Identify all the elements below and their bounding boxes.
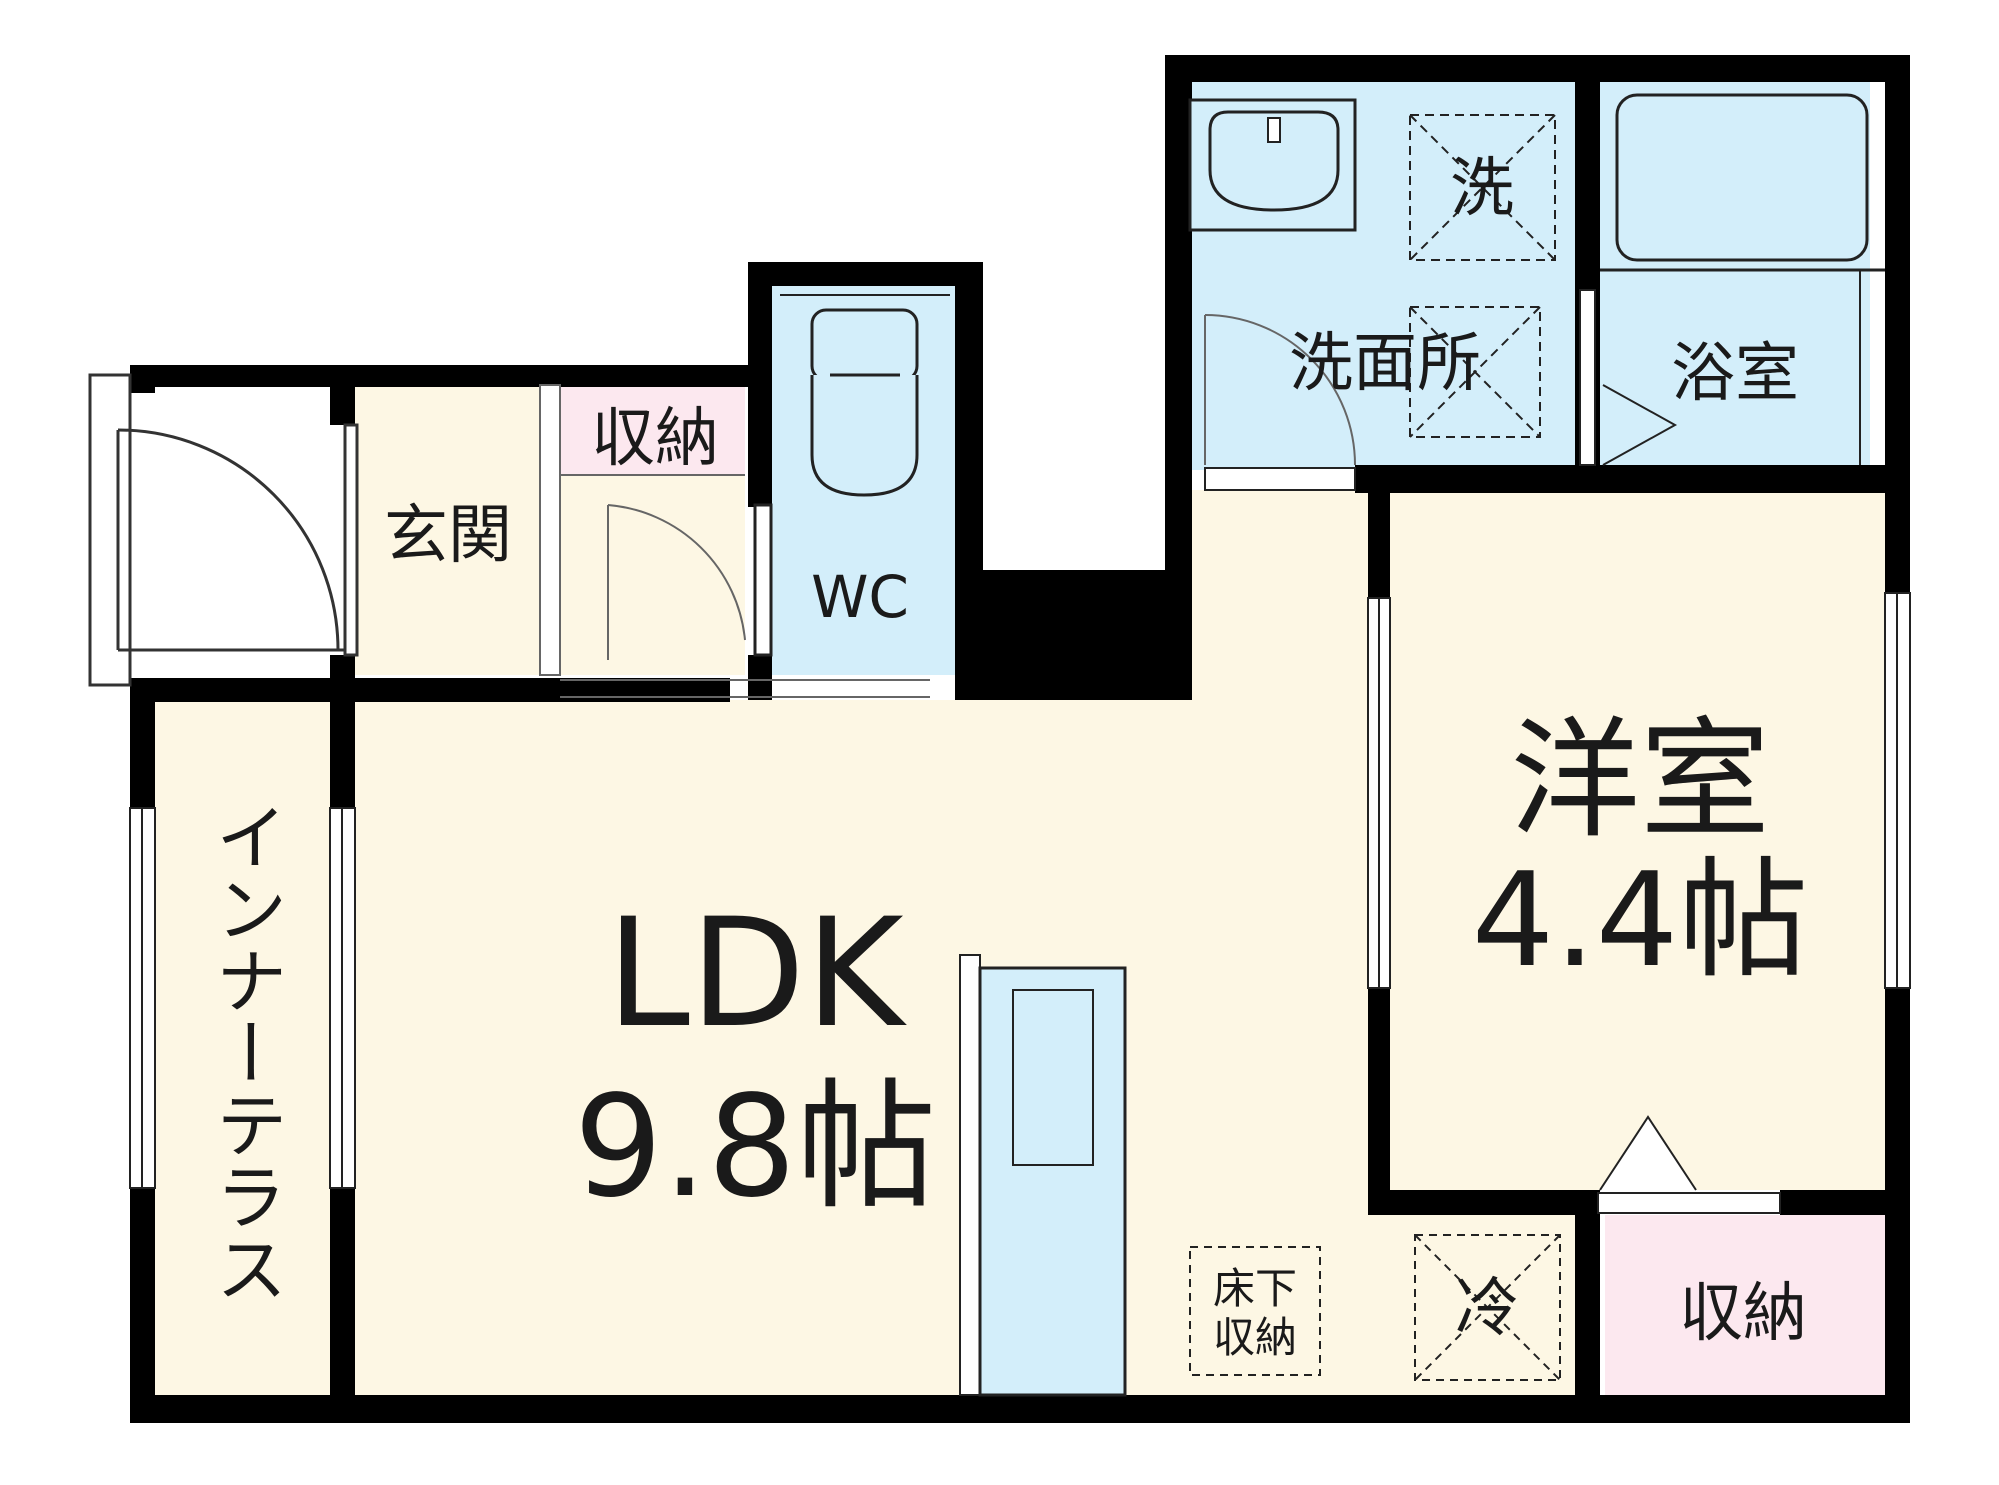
walls bbox=[130, 55, 1910, 1423]
ldk-name-label: LDK bbox=[606, 887, 907, 1061]
wall bbox=[1368, 465, 1390, 600]
bathtub bbox=[1615, 93, 1869, 262]
wall bbox=[1780, 1190, 1910, 1215]
wall bbox=[330, 365, 355, 425]
fridge-label: 冷 bbox=[1455, 1272, 1519, 1346]
wc-label: WC bbox=[811, 563, 909, 631]
western-storage-floor bbox=[1605, 1215, 1885, 1395]
kitchen-counter-edge bbox=[959, 954, 981, 1396]
wall bbox=[130, 1395, 1910, 1423]
toilet-tank bbox=[810, 308, 919, 382]
western-size-label: 4.4帖 bbox=[1472, 844, 1809, 996]
genkan-label: 玄関 bbox=[384, 499, 512, 573]
wall bbox=[130, 678, 730, 702]
washroom-floor-hatch bbox=[1409, 306, 1541, 438]
windows bbox=[129, 592, 1911, 1189]
entry-storage-floor bbox=[560, 385, 745, 475]
hall-floor bbox=[560, 475, 745, 675]
entrance-door bbox=[88, 373, 359, 687]
western-room-floor bbox=[1390, 490, 1885, 1190]
wall bbox=[1165, 55, 1910, 82]
vanity bbox=[1188, 98, 1357, 232]
genkan-details bbox=[539, 384, 930, 698]
bath-details bbox=[1579, 93, 1885, 466]
bath-label: 浴室 bbox=[1671, 337, 1799, 411]
wall bbox=[1165, 55, 1192, 700]
wall bbox=[1885, 493, 1910, 593]
wc-door bbox=[753, 503, 773, 657]
entry-storage-label: 収納 bbox=[591, 402, 719, 476]
toilet-bowl bbox=[810, 375, 919, 497]
wall bbox=[748, 655, 772, 700]
underfloor-label-line2: 収納 bbox=[1213, 1313, 1297, 1362]
ldk-size-label: 9.8帖 bbox=[574, 1066, 937, 1229]
washroom-label: 洗面所 bbox=[1289, 327, 1481, 401]
fridge-space bbox=[1414, 1234, 1561, 1381]
wall bbox=[130, 365, 770, 387]
wall bbox=[1368, 1190, 1598, 1215]
washer-space bbox=[1409, 114, 1556, 261]
bath-door bbox=[1602, 384, 1678, 466]
western-storage-label: 収納 bbox=[1679, 1277, 1807, 1351]
underfloor-storage bbox=[1189, 1246, 1321, 1376]
western-door-marker bbox=[1599, 1115, 1697, 1191]
inner-terrace-label: インナーテラス bbox=[203, 800, 287, 1304]
wall bbox=[748, 262, 983, 286]
underfloor-label-line1: 床下 bbox=[1213, 1264, 1297, 1313]
wall bbox=[1368, 985, 1390, 1215]
wc-details bbox=[753, 294, 950, 657]
western-name-label: 洋室 bbox=[1510, 704, 1770, 856]
ldk-floor-upper bbox=[1190, 490, 1385, 700]
wall bbox=[1355, 465, 1910, 493]
wall bbox=[748, 262, 772, 507]
genkan-floor bbox=[355, 385, 540, 675]
wall bbox=[1575, 1190, 1600, 1423]
inner-terrace-floor bbox=[155, 700, 330, 1395]
sink bbox=[1012, 989, 1094, 1166]
wall bbox=[955, 570, 1190, 700]
washroom-details bbox=[1188, 98, 1556, 491]
washer-label: 洗 bbox=[1450, 152, 1514, 226]
wall bbox=[330, 1180, 355, 1423]
labels: LDK 9.8帖 洋室 4.4帖 玄関 収納 WC 洗 洗面所 浴室 インナーテ… bbox=[203, 152, 1808, 1362]
wall bbox=[330, 655, 355, 810]
ldk-details bbox=[959, 954, 1781, 1397]
sink-basin bbox=[1208, 110, 1340, 212]
